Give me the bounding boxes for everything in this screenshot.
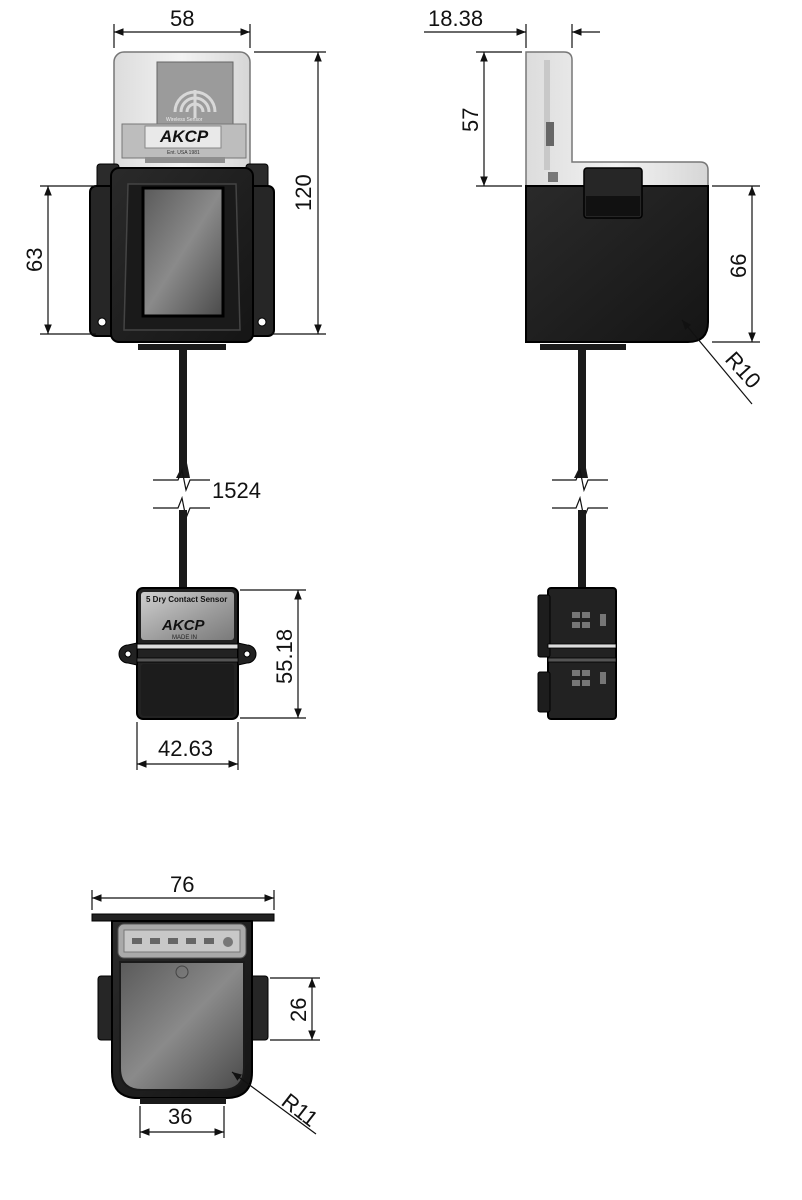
front-mount-hole-left [97,317,107,327]
front-cable-upper [179,350,187,478]
front-dimensions: 58 120 63 55.18 42.63 [22,6,326,770]
side-cable-break-top [552,467,608,493]
dim-front-width: 58 [170,6,194,31]
bottom-window [119,961,245,1091]
dim-side-top-width: 18.38 [428,6,483,31]
dim-bottom-height: 26 [286,998,311,1022]
side-cable-break-bottom [552,495,608,521]
dim-side-top-height: 57 [458,108,483,132]
bottom-led [175,965,189,979]
side-body [525,185,709,343]
dim-front-total-height: 120 [291,174,316,211]
wireless-caption: Wireless Sensor [166,117,203,123]
front-window [141,186,225,318]
wireless-signal-icon [173,90,217,118]
front-mount-hole-right [257,317,267,327]
front-view: Wireless Sensor AKCP Ent. USA 1981 1524 [89,51,275,720]
bottom-view [91,913,275,1104]
dim-side-body-height: 66 [726,254,751,278]
side-cable-upper [578,350,586,478]
front-cable-break-bottom [153,495,210,521]
sensor-box-side [547,587,617,720]
dim-sensor-height: 55.18 [272,629,297,684]
terminal-block-lower [572,670,606,686]
cable-length-label: 1524 [212,478,261,503]
dim-side-radius: R10 [720,347,766,394]
dim-bottom-inner-width: 36 [168,1104,192,1129]
dim-bottom-width: 76 [170,872,194,897]
bottom-flange [91,913,275,922]
sensor-sub: MADE IN [172,635,197,641]
front-cable-lower [179,510,187,592]
dim-bottom-radius: R11 [277,1088,323,1132]
sensor-logo: AKCP [161,617,205,634]
dim-sensor-width: 42.63 [158,736,213,761]
dim-front-body-height: 63 [22,248,47,272]
sensor-title: 5 Dry Contact Sensor [146,595,227,604]
terminal-block-upper [572,612,606,628]
side-view [525,51,709,720]
front-logo-sub: Ent. USA 1981 [167,150,200,156]
front-logo: AKCP [159,127,209,146]
side-cable-lower [578,510,586,590]
side-top-cover [525,51,709,187]
front-cable-break-top [153,467,210,493]
